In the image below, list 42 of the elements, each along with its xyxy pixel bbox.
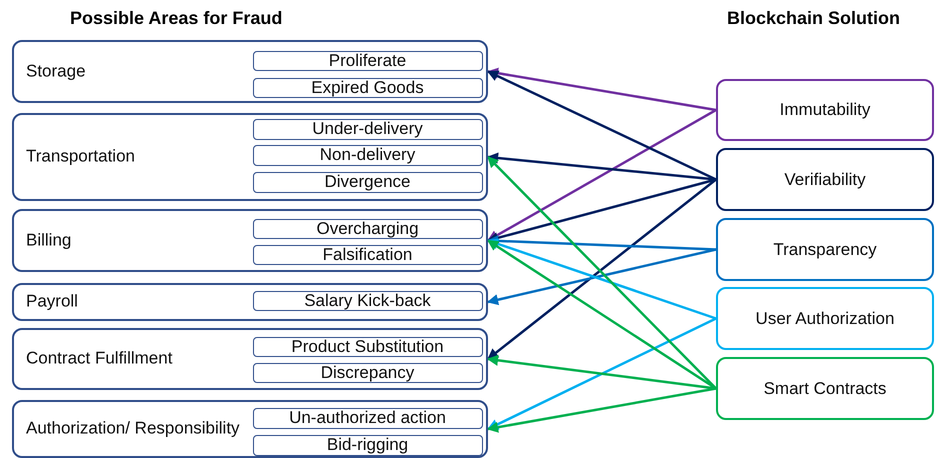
column-heading: Possible Areas for Fraud: [70, 8, 282, 29]
arrow: [486, 387, 716, 433]
arrow: [486, 68, 716, 112]
sub-category-box: Non-delivery: [252, 144, 482, 166]
fraud-area-label: Authorization/ Responsibility: [26, 418, 241, 440]
fraud-area-label: Payroll: [26, 290, 79, 313]
solution-box: Verifiability: [716, 148, 934, 211]
fraud-area-box: [12, 209, 488, 272]
fraud-area-box: [12, 283, 488, 321]
fraud-area-label: Contract Fulfillment: [26, 348, 174, 370]
fraud-area-label: Storage: [26, 60, 87, 82]
arrow: [486, 238, 716, 320]
sub-category-box: Divergence: [252, 172, 482, 192]
arrow: [487, 156, 717, 390]
sub-category-box: Falsification: [252, 244, 482, 264]
sub-category-box: Bid-rigging: [252, 434, 482, 456]
sub-category-box: Under-delivery: [252, 118, 482, 140]
sub-category-box: Expired Goods: [252, 78, 482, 98]
sub-category-box: Salary Kick-back: [252, 290, 482, 310]
column-heading: Blockchain Solution: [727, 8, 900, 29]
sub-category-box: Proliferate: [252, 50, 482, 70]
arrow: [486, 248, 716, 306]
arrow: [487, 108, 717, 242]
fraud-area-box: [12, 328, 488, 390]
fraud-area-label: Transportation: [26, 146, 136, 168]
sub-category-box: Discrepancy: [252, 362, 482, 382]
arrow: [486, 70, 717, 181]
solution-box: User Authorization: [716, 287, 934, 350]
fraud-area-box: [12, 40, 488, 103]
arrow: [487, 317, 717, 430]
solution-box: Transparency: [716, 218, 934, 281]
sub-category-box: Un-authorized action: [252, 408, 482, 428]
sub-category-box: Overcharging: [252, 218, 482, 238]
arrow: [486, 354, 716, 390]
arrow: [486, 235, 716, 251]
fraud-area-label: Billing: [26, 229, 72, 252]
fraud-area-box: [12, 113, 488, 201]
fraud-area-box: [12, 400, 488, 458]
sub-category-box: Product Substitution: [252, 336, 482, 356]
solution-box: Immutability: [716, 79, 934, 141]
solution-box: Smart Contracts: [716, 357, 934, 420]
arrow: [487, 178, 717, 360]
